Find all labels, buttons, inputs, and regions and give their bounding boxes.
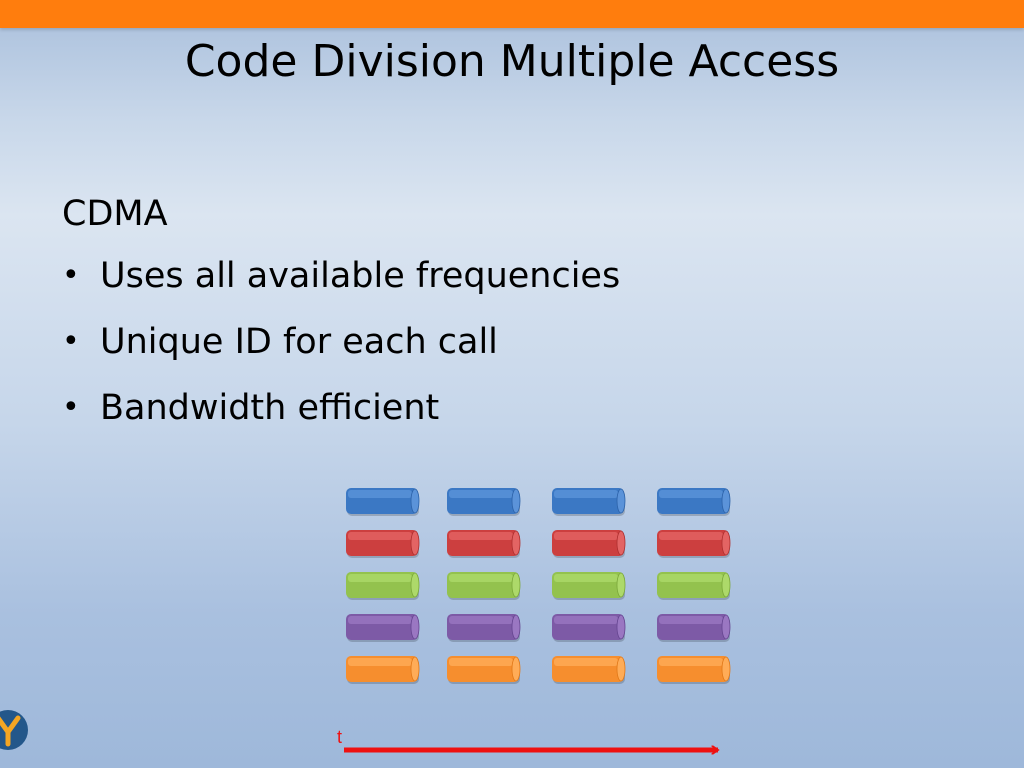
- code-cell: [657, 488, 731, 516]
- code-cell: [657, 572, 731, 600]
- code-cell: [657, 656, 731, 684]
- code-cell: [552, 656, 626, 684]
- bullet-item: • Bandwidth efficient: [62, 387, 620, 429]
- bullet-text: Bandwidth efficient: [100, 388, 440, 428]
- bullet-dot-icon: •: [62, 258, 80, 293]
- code-cell: [552, 614, 626, 642]
- slide-title: Code Division Multiple Access: [184, 36, 840, 87]
- code-cell: [346, 656, 420, 684]
- top-accent-bar: [0, 0, 1024, 28]
- bullet-text: Uses all available frequencies: [100, 256, 621, 296]
- code-cell: [447, 656, 521, 684]
- code-cell: [552, 530, 626, 558]
- code-cell: [657, 530, 731, 558]
- y-circle-logo-icon: [0, 710, 28, 750]
- bullet-list: • Uses all available frequencies • Uniqu…: [62, 255, 620, 453]
- code-cell: [657, 614, 731, 642]
- code-cell: [447, 488, 521, 516]
- bullet-item: • Uses all available frequencies: [62, 255, 620, 297]
- code-cell: [346, 488, 420, 516]
- code-cell: [346, 530, 420, 558]
- code-cell: [447, 572, 521, 600]
- cdma-diagram: t: [337, 488, 731, 760]
- time-axis-label: t: [337, 727, 342, 747]
- bullet-dot-icon: •: [62, 390, 80, 425]
- code-cell: [552, 572, 626, 600]
- code-cell: [346, 572, 420, 600]
- bullet-text: Unique ID for each call: [100, 322, 498, 362]
- code-cell: [447, 614, 521, 642]
- code-cell: [447, 530, 521, 558]
- section-label: CDMA: [62, 194, 168, 234]
- bullet-item: • Unique ID for each call: [62, 321, 620, 363]
- code-cell: [552, 488, 626, 516]
- code-cells-group: [346, 488, 731, 684]
- bullet-dot-icon: •: [62, 324, 80, 359]
- code-cell: [346, 614, 420, 642]
